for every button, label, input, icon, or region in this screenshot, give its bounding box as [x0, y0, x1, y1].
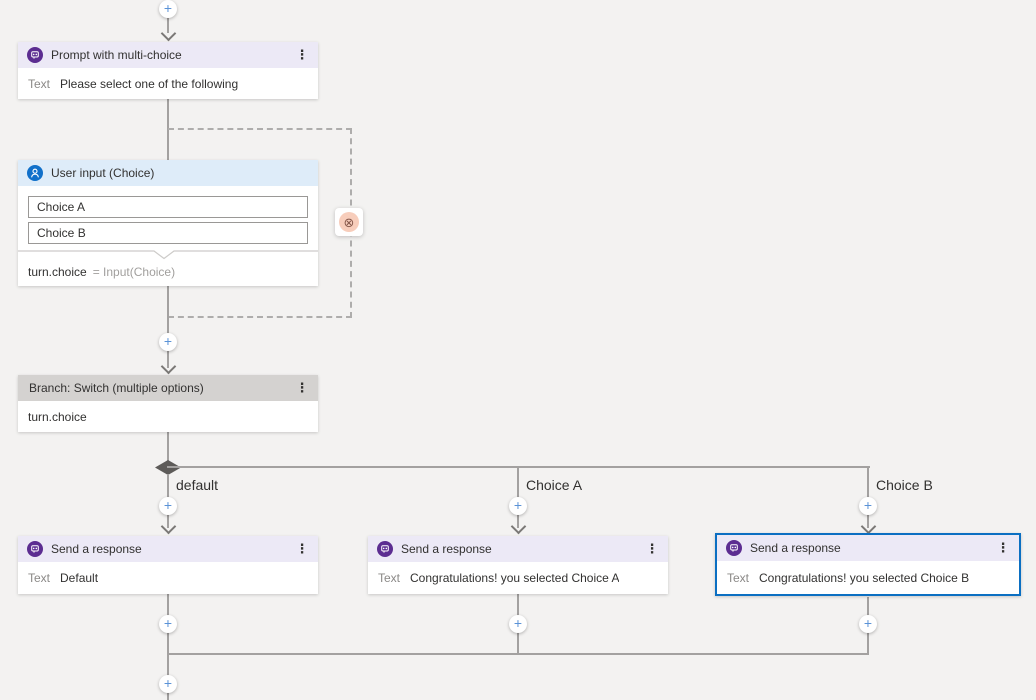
branch-label-choice-b: Choice B — [876, 477, 933, 493]
response-node-default[interactable]: Send a response ⋮ Text Default — [18, 536, 318, 594]
prompt-node-header[interactable]: Prompt with multi-choice ⋮ — [18, 42, 318, 68]
choice-item-label: Choice B — [37, 226, 86, 240]
response-text-row: Text Congratulations! you selected Choic… — [717, 561, 1019, 594]
loop-cancel-icon: ⊗ — [339, 212, 359, 232]
node-title: Send a response — [750, 541, 841, 555]
add-node-button-branch-choice-a[interactable]: + — [509, 497, 527, 515]
add-node-button-after-choice-a[interactable]: + — [509, 615, 527, 633]
node-title: Send a response — [401, 542, 492, 556]
user-icon — [27, 165, 43, 181]
user-input-node[interactable]: User input (Choice) Choice A Choice B tu… — [18, 160, 318, 286]
node-title: Prompt with multi-choice — [51, 48, 182, 62]
prompt-text-row: Text Please select one of the following — [18, 68, 318, 99]
field-value: Congratulations! you selected Choice A — [410, 571, 620, 585]
field-value: Please select one of the following — [60, 76, 239, 91]
branch-condition-row: turn.choice — [18, 401, 318, 432]
add-node-button-branch-default[interactable]: + — [159, 497, 177, 515]
kebab-menu-icon[interactable]: ⋮ — [295, 47, 309, 62]
arrowhead-down-icon — [160, 25, 177, 42]
field-label: Text — [727, 570, 750, 585]
add-node-button-after-default[interactable]: + — [159, 615, 177, 633]
branch-label-choice-a: Choice A — [526, 477, 583, 493]
bot-message-icon — [377, 541, 393, 557]
choice-item-a: Choice A — [28, 196, 308, 218]
add-node-button-after-input[interactable]: + — [159, 333, 177, 351]
prompt-node[interactable]: Prompt with multi-choice ⋮ Text Please s… — [18, 42, 318, 99]
response-node-choice-a[interactable]: Send a response ⋮ Text Congratulations! … — [368, 536, 668, 594]
field-label: Text — [28, 571, 51, 585]
connector-line — [167, 432, 169, 462]
connector-line — [167, 284, 169, 368]
choice-item-b: Choice B — [28, 222, 308, 244]
arrowhead-down-icon — [510, 518, 527, 535]
loop-cancel-button[interactable]: ⊗ — [335, 208, 363, 236]
response-node-header[interactable]: Send a response ⋮ — [368, 536, 668, 562]
user-input-node-header[interactable]: User input (Choice) — [18, 160, 318, 186]
assignment-row: turn.choice = Input(Choice) — [18, 260, 318, 284]
bot-message-icon — [27, 47, 43, 63]
kebab-menu-icon[interactable]: ⋮ — [295, 541, 309, 556]
branch-condition: turn.choice — [28, 409, 87, 424]
response-text-row: Text Default — [18, 562, 318, 594]
branch-node-header[interactable]: Branch: Switch (multiple options) ⋮ — [18, 375, 318, 401]
node-title: User input (Choice) — [51, 166, 155, 180]
response-node-header[interactable]: Send a response ⋮ — [18, 536, 318, 562]
response-node-choice-b-selected[interactable]: Send a response ⋮ Text Congratulations! … — [715, 533, 1021, 596]
bot-message-icon — [27, 541, 43, 557]
assignment-expression: = Input(Choice) — [92, 265, 176, 279]
kebab-menu-icon[interactable]: ⋮ — [295, 380, 309, 395]
field-label: Text — [28, 76, 51, 91]
node-title: Send a response — [51, 542, 142, 556]
assignment-variable: turn.choice — [28, 265, 87, 279]
node-title: Branch: Switch (multiple options) — [29, 381, 204, 395]
arrowhead-down-icon — [160, 518, 177, 535]
arrowhead-down-icon — [860, 518, 877, 535]
add-node-button-branch-choice-b[interactable]: + — [859, 497, 877, 515]
branch-label-default: default — [176, 477, 219, 493]
choice-item-label: Choice A — [37, 200, 86, 214]
arrowhead-down-icon — [160, 358, 177, 375]
kebab-menu-icon[interactable]: ⋮ — [996, 540, 1010, 555]
notch-divider — [18, 250, 318, 260]
field-value: Default — [60, 571, 99, 585]
branch-switch-node[interactable]: Branch: Switch (multiple options) ⋮ turn… — [18, 375, 318, 432]
add-node-button-after-choice-b[interactable]: + — [859, 615, 877, 633]
bot-message-icon — [726, 540, 742, 556]
response-text-row: Text Congratulations! you selected Choic… — [368, 562, 668, 594]
connector-line — [167, 17, 169, 33]
merge-horizontal-line — [167, 653, 869, 655]
field-label: Text — [378, 571, 401, 585]
kebab-menu-icon[interactable]: ⋮ — [645, 541, 659, 556]
response-node-header[interactable]: Send a response ⋮ — [717, 535, 1019, 561]
add-node-button-top[interactable]: + — [159, 0, 177, 18]
field-value: Congratulations! you selected Choice B — [759, 570, 970, 585]
add-node-button-end[interactable]: + — [159, 675, 177, 693]
